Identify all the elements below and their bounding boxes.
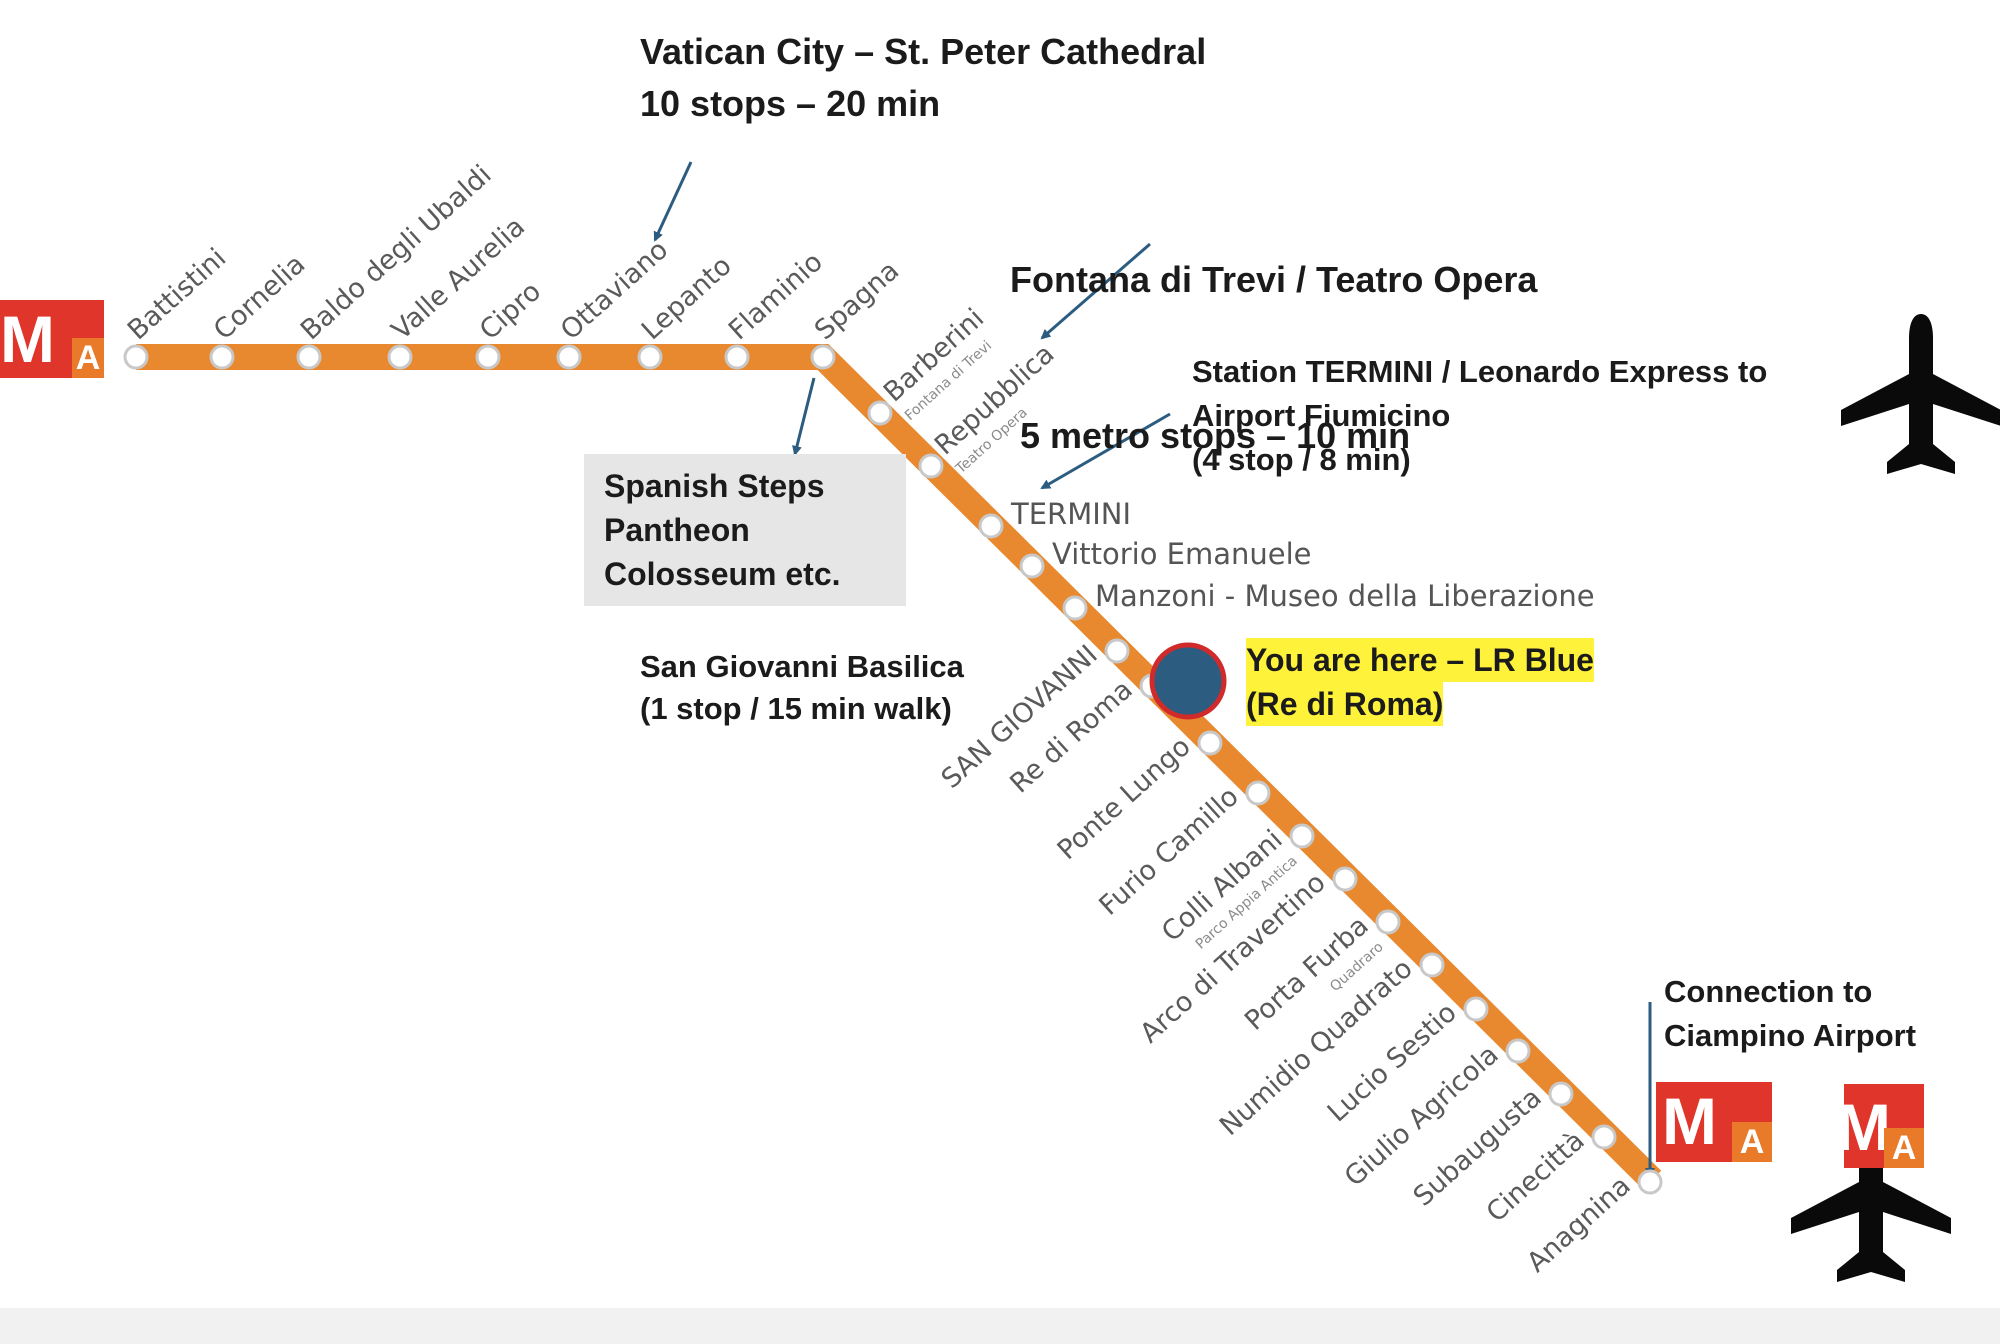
station-stop[interactable] [1591,1124,1617,1150]
station-stop[interactable] [810,344,836,370]
station-stop[interactable] [1062,595,1088,621]
station-stop[interactable] [296,344,322,370]
spanish-arrow [792,377,816,456]
station-stop[interactable] [1375,909,1401,935]
station-stop[interactable] [1548,1081,1574,1107]
metro-line-letter: A [1884,1128,1924,1168]
you-are-here-station: (Re di Roma) [1246,682,1444,726]
metro-logo-ciampino: M A [1836,1084,1924,1168]
station-stop[interactable] [123,344,149,370]
station-stop[interactable] [1419,952,1445,978]
termini-arrow [1040,412,1171,490]
station-stop[interactable] [1505,1038,1531,1064]
station-stop[interactable] [978,513,1004,539]
termini-detail: (4 stop / 8 min) [1192,442,1411,477]
trevi-annotation: Fontana di Trevi / Teatro Opera 5 metro … [1010,150,1537,514]
airplane-icon [1791,1122,1951,1282]
vatican-title: Vatican City – St. Peter Cathedral [640,31,1207,72]
sangiovanni-annotation: San Giovanni Basilica (1 stop / 15 min w… [640,646,964,730]
metro-logo-letter: M [1662,1084,1717,1158]
sangiovanni-title: San Giovanni Basilica [640,649,964,684]
station-stop[interactable] [1463,996,1489,1022]
station-stop[interactable] [724,344,750,370]
station-stop[interactable] [209,344,235,370]
sangiovanni-detail: (1 stop / 15 min walk) [640,691,952,726]
trevi-title: Fontana di Trevi / Teatro Opera [1010,259,1538,300]
spanish-steps-label: Spanish Steps [604,468,825,504]
you-are-here-title: You are here – LR Blue [1246,638,1594,682]
metro-logo-letter: M [1836,1090,1891,1164]
station-label: Cipro [474,276,547,346]
colosseum-label: Colosseum etc. [604,556,841,592]
trevi-detail: 5 metro stops – 10 min [1010,415,1411,456]
ciampino-annotation: Connection to Ciampino Airport [1664,970,1916,1058]
station-label: TERMINI [1010,497,1131,531]
station-stop[interactable] [1197,730,1223,756]
station-stop[interactable] [637,344,663,370]
station-stop[interactable] [1245,780,1271,806]
station-stop[interactable] [1104,638,1130,664]
metro-logo-west: M A [0,300,104,378]
you-are-here-marker[interactable] [1149,642,1227,720]
bottom-strip [0,1308,2000,1344]
metro-line-letter: A [72,338,104,378]
termini-airport: Airport Fiumicino [1192,398,1451,433]
termini-annotation: Station TERMINI / Leonardo Express to Ai… [1192,350,1767,482]
station-label: Vittorio Emanuele [1052,537,1312,571]
ciampino-title: Connection to [1664,974,1873,1009]
station-stop[interactable] [475,344,501,370]
station-label: Flaminio [723,247,829,347]
metro-line-letter: A [1732,1122,1772,1162]
vatican-detail: 10 stops – 20 min [640,83,941,124]
station-stop[interactable] [387,344,413,370]
trevi-arrow [1040,242,1151,340]
attractions-box [584,454,906,606]
station-stop[interactable] [1289,823,1315,849]
ciampino-detail: Ciampino Airport [1664,1018,1917,1053]
you-are-here-annotation: You are here – LR Blue (Re di Roma) [1246,638,1594,726]
station-stop[interactable] [1637,1169,1663,1195]
spanish-annotation: Spanish Steps Pantheon Colosseum etc. [604,464,841,596]
station-stop[interactable] [556,344,582,370]
metro-logo-letter: M [0,302,55,376]
station-label: Manzoni - Museo della Liberazione [1095,579,1595,613]
station-stop[interactable] [918,453,944,479]
station-label: Giulio Agricola [1339,1039,1505,1193]
vatican-annotation: Vatican City – St. Peter Cathedral 10 st… [640,26,1206,130]
station-stop[interactable] [1332,866,1358,892]
station-stop[interactable] [1019,553,1045,579]
pantheon-label: Pantheon [604,512,750,548]
station-stop[interactable] [867,400,893,426]
termini-title: Station TERMINI / Leonardo Express to [1192,354,1768,389]
airplane-icon [1841,314,2000,474]
vatican-arrow [653,161,693,242]
metro-logo-anagnina: M A [1656,1082,1772,1162]
